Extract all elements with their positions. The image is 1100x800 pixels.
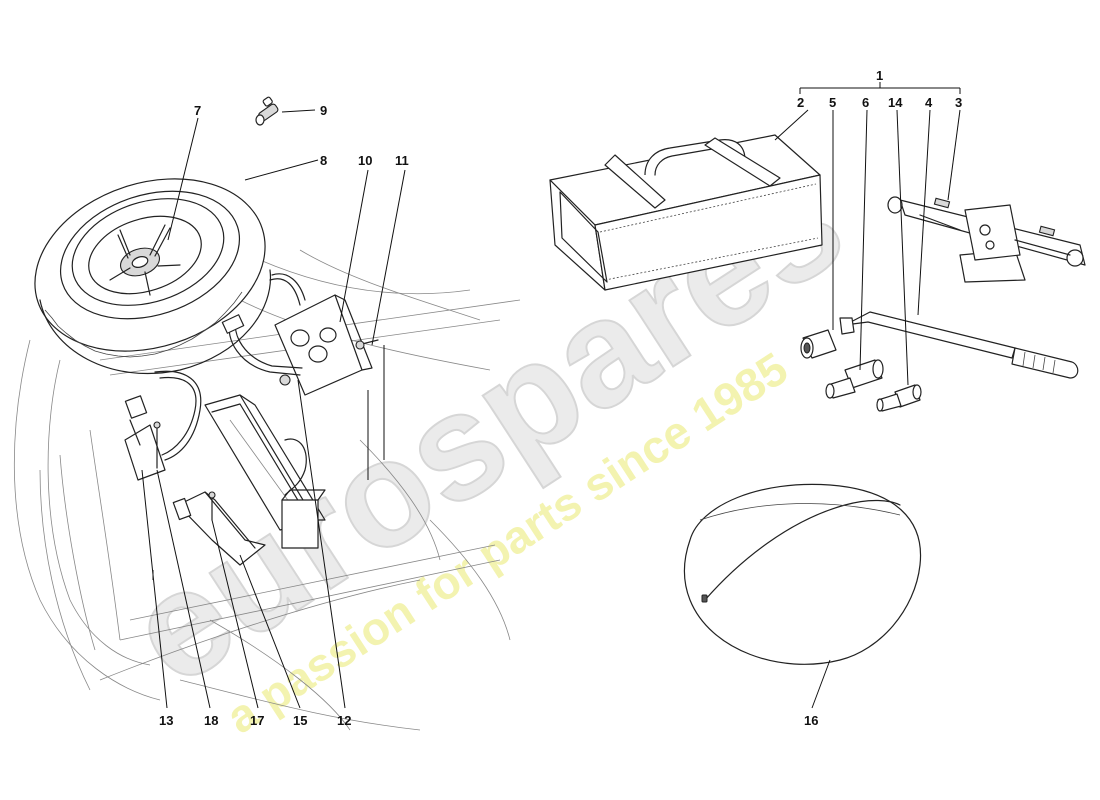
screw-part [355, 339, 379, 350]
pin-part [153, 421, 161, 469]
lower-bracket [172, 491, 266, 566]
wheel-bracket [269, 273, 373, 396]
callout-5: 5 [829, 95, 836, 110]
callout-12: 12 [337, 713, 351, 728]
left-clamp [124, 370, 202, 481]
wheel-wrench [839, 311, 1079, 379]
strap-left [221, 314, 303, 376]
callout-8: 8 [320, 153, 327, 168]
callout-6: 6 [862, 95, 869, 110]
callout-4: 4 [925, 95, 933, 110]
callout-11: 11 [395, 153, 409, 168]
callout-13: 13 [159, 713, 173, 728]
tool-tray [204, 394, 326, 549]
socket [800, 329, 837, 359]
adapter-small [876, 384, 922, 412]
callout-10: 10 [358, 153, 372, 168]
callout-14: 14 [888, 95, 903, 110]
jack [887, 196, 1086, 283]
leader-lines [141, 82, 961, 709]
callouts: 1 2 5 6 14 4 3 7 9 8 10 11 13 18 17 15 1… [159, 68, 962, 728]
callout-18: 18 [204, 713, 218, 728]
callout-3: 3 [955, 95, 962, 110]
callout-15: 15 [293, 713, 307, 728]
callout-17: 17 [250, 713, 264, 728]
spare-wheel [34, 178, 272, 375]
valve-part [255, 96, 279, 126]
wheel-cover [683, 483, 922, 665]
callout-16: 16 [804, 713, 818, 728]
callout-1: 1 [876, 68, 883, 83]
callout-7: 7 [194, 103, 201, 118]
tool-bag [549, 134, 823, 291]
callout-2: 2 [797, 95, 804, 110]
callout-9: 9 [320, 103, 327, 118]
strap-right [284, 438, 307, 496]
adapter [825, 359, 884, 399]
